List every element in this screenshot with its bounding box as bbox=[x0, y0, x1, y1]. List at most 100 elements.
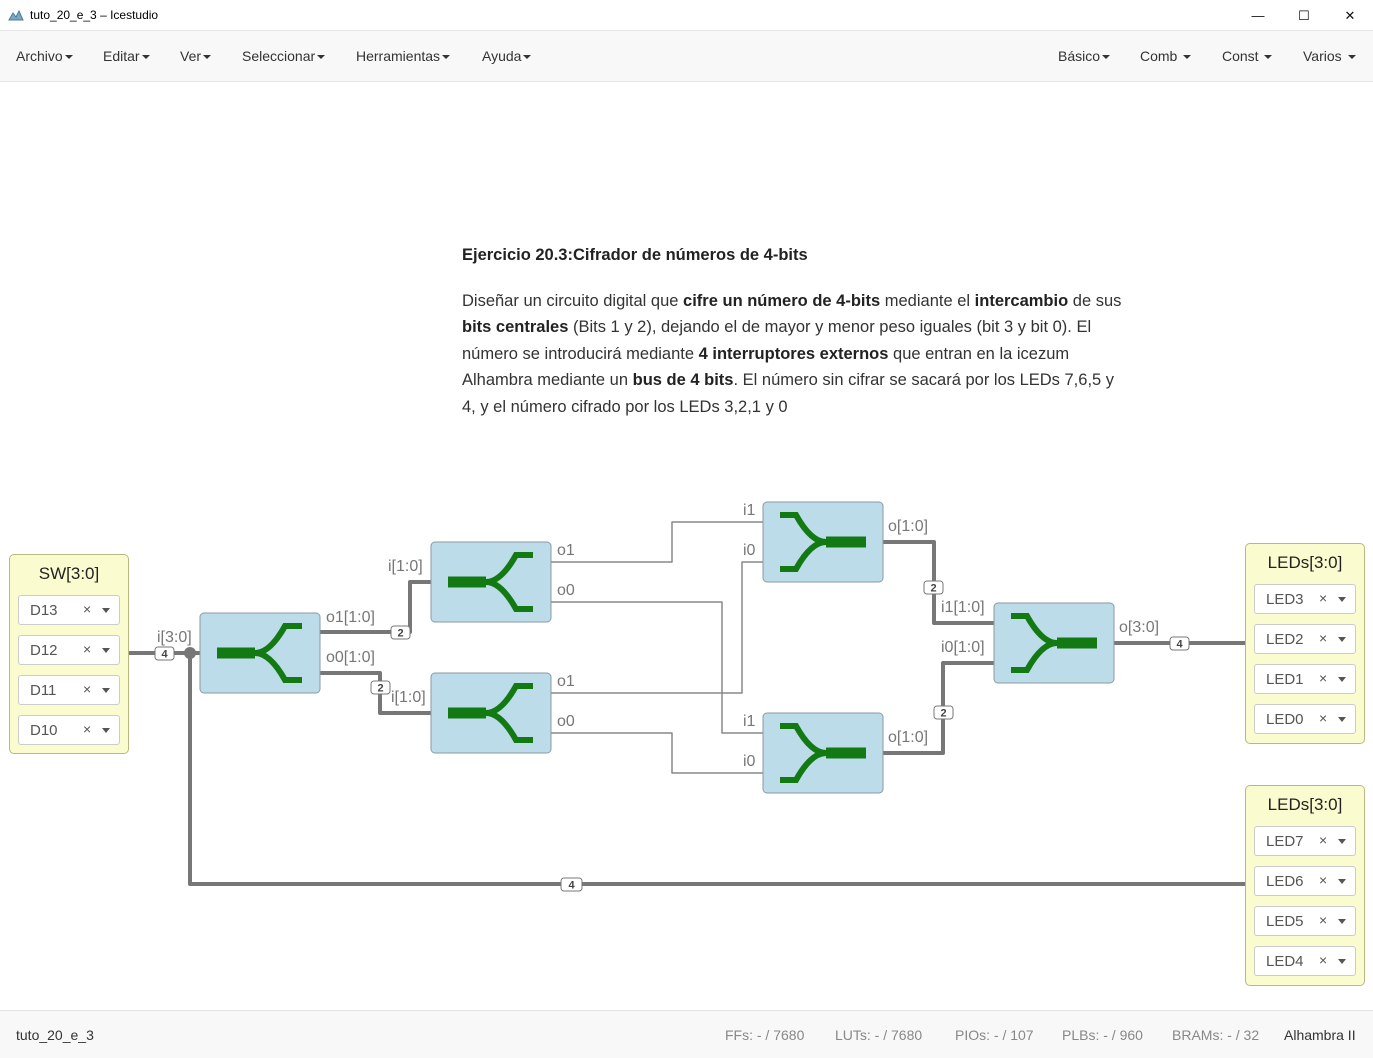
menu-herramientas[interactable]: Herramientas bbox=[356, 48, 451, 64]
dropdown-arrow-icon[interactable] bbox=[1338, 597, 1346, 602]
maximize-icon: ☐ bbox=[1298, 7, 1310, 23]
caret-down-icon bbox=[203, 55, 212, 60]
bus-width-bottom-split: 2 bbox=[377, 683, 383, 695]
info-block[interactable]: Ejercicio 20.3:Cifrador de números de 4-… bbox=[462, 242, 1122, 420]
status-luts: LUTs: - / 7680 bbox=[835, 1027, 923, 1043]
dropdown-arrow-icon[interactable] bbox=[102, 608, 110, 613]
join-icon bbox=[1011, 613, 1097, 673]
input-block-sw[interactable]: SW[3:0] D13× D12× D11× D10× bbox=[9, 554, 129, 754]
caret-down-icon bbox=[1183, 55, 1192, 60]
clear-icon[interactable]: × bbox=[1319, 952, 1328, 968]
port-label: i1[1:0] bbox=[941, 599, 985, 616]
pin-select-led1[interactable]: LED1× bbox=[1254, 664, 1356, 694]
port-label: o[1:0] bbox=[888, 518, 928, 535]
dropdown-arrow-icon[interactable] bbox=[1338, 717, 1346, 722]
port-label: i1 bbox=[743, 713, 756, 730]
circuit-wires: 4 2 2 2 2 4 4 bbox=[128, 501, 1246, 892]
wire-s2-o1 bbox=[551, 561, 763, 694]
minimize-icon: — bbox=[1251, 8, 1265, 23]
status-pios: PIOs: - / 107 bbox=[955, 1027, 1034, 1043]
pin-select-led3[interactable]: LED3× bbox=[1254, 584, 1356, 614]
menu-ayuda[interactable]: Ayuda bbox=[482, 48, 532, 64]
dropdown-arrow-icon[interactable] bbox=[102, 728, 110, 733]
menu-archivo[interactable]: Archivo bbox=[16, 48, 73, 64]
clear-icon[interactable]: × bbox=[83, 601, 92, 617]
clear-icon[interactable]: × bbox=[83, 721, 92, 737]
join-icon bbox=[780, 723, 866, 783]
clear-icon[interactable]: × bbox=[1319, 872, 1328, 888]
input-block-title: SW[3:0] bbox=[38, 564, 100, 583]
wire-top-split-bus bbox=[320, 580, 431, 634]
bus-width-input: 4 bbox=[161, 649, 168, 661]
menu-ver[interactable]: Ver bbox=[180, 48, 212, 64]
bus-width-bottom: 4 bbox=[568, 880, 575, 892]
port-label: o1 bbox=[557, 673, 575, 690]
menu-const[interactable]: Const bbox=[1222, 48, 1273, 64]
port-label: i0[1:0] bbox=[941, 639, 985, 656]
menu-editar[interactable]: Editar bbox=[103, 48, 150, 64]
design-canvas[interactable]: Ejercicio 20.3:Cifrador de números de 4-… bbox=[0, 82, 1373, 1010]
port-label: o0[1:0] bbox=[326, 649, 375, 666]
caret-down-icon bbox=[64, 55, 73, 60]
pin-select-led2[interactable]: LED2× bbox=[1254, 624, 1356, 654]
caret-down-icon bbox=[523, 55, 532, 60]
output-block-leds-cifrado[interactable]: LEDs[3:0] LED3× LED2× LED1× LED0× bbox=[1245, 543, 1365, 744]
icestudio-logo-icon bbox=[8, 9, 24, 21]
menu-basico[interactable]: Básico bbox=[1058, 48, 1111, 64]
status-board[interactable]: Alhambra II bbox=[1284, 1027, 1356, 1043]
dropdown-arrow-icon[interactable] bbox=[1338, 677, 1346, 682]
pin-select-led4[interactable]: LED4× bbox=[1254, 946, 1356, 976]
port-label: i[1:0] bbox=[391, 689, 426, 706]
info-text: Diseñar un circuito digital que cifre un… bbox=[462, 291, 1122, 416]
port-label: o1[1:0] bbox=[326, 609, 375, 626]
wire-bottom-bus bbox=[188, 653, 1246, 886]
clear-icon[interactable]: × bbox=[83, 641, 92, 657]
window-title: tuto_20_e_3 – Icestudio bbox=[30, 8, 159, 22]
menu-bar: Archivo Editar Ver Seleccionar Herramien… bbox=[0, 31, 1373, 82]
status-ffs: FFs: - / 7680 bbox=[725, 1027, 805, 1043]
port-label: i[3:0] bbox=[157, 629, 192, 646]
clear-icon[interactable]: × bbox=[1319, 590, 1328, 606]
wire-s1-o1 bbox=[551, 521, 763, 563]
minimize-button[interactable]: — bbox=[1235, 0, 1281, 31]
output-block-leds-original[interactable]: LEDs[3:0] LED7× LED6× LED5× LED4× bbox=[1245, 785, 1365, 986]
dropdown-arrow-icon[interactable] bbox=[102, 648, 110, 653]
pin-select-led7[interactable]: LED7× bbox=[1254, 826, 1356, 856]
status-bar: tuto_20_e_3 FFs: - / 7680 LUTs: - / 7680… bbox=[0, 1010, 1373, 1058]
bus-width-j1-out: 2 bbox=[930, 583, 936, 595]
clear-icon[interactable]: × bbox=[1319, 832, 1328, 848]
pin-select-d10[interactable]: D10× bbox=[18, 715, 120, 745]
dropdown-arrow-icon[interactable] bbox=[1338, 637, 1346, 642]
menu-varios[interactable]: Varios bbox=[1303, 48, 1356, 64]
maximize-button[interactable]: ☐ bbox=[1281, 0, 1327, 31]
dropdown-arrow-icon[interactable] bbox=[1338, 959, 1346, 964]
clear-icon[interactable]: × bbox=[1319, 630, 1328, 646]
dropdown-arrow-icon[interactable] bbox=[1338, 919, 1346, 924]
caret-down-icon bbox=[1347, 55, 1356, 60]
dropdown-arrow-icon[interactable] bbox=[1338, 879, 1346, 884]
pin-select-d12[interactable]: D12× bbox=[18, 635, 120, 665]
port-label: i[1:0] bbox=[388, 558, 423, 575]
dropdown-arrow-icon[interactable] bbox=[1338, 839, 1346, 844]
status-brams: BRAMs: - / 32 bbox=[1172, 1027, 1260, 1043]
wire-s2-o0 bbox=[551, 732, 763, 774]
info-title: Ejercicio 20.3:Cifrador de números de 4-… bbox=[462, 246, 808, 264]
close-button[interactable]: ✕ bbox=[1327, 0, 1373, 31]
bus-width-j2-out: 2 bbox=[940, 708, 946, 720]
pin-select-led6[interactable]: LED6× bbox=[1254, 866, 1356, 896]
pin-select-d11[interactable]: D11× bbox=[18, 675, 120, 705]
menu-seleccionar[interactable]: Seleccionar bbox=[242, 48, 326, 64]
dropdown-arrow-icon[interactable] bbox=[102, 688, 110, 693]
port-label: o1 bbox=[557, 542, 575, 559]
port-label: o0 bbox=[557, 713, 575, 730]
menu-comb[interactable]: Comb bbox=[1140, 48, 1192, 64]
status-project-name: tuto_20_e_3 bbox=[16, 1027, 94, 1043]
pin-select-d13[interactable]: D13× bbox=[18, 595, 120, 625]
port-label: o[1:0] bbox=[888, 729, 928, 746]
clear-icon[interactable]: × bbox=[1319, 670, 1328, 686]
clear-icon[interactable]: × bbox=[83, 681, 92, 697]
pin-select-led5[interactable]: LED5× bbox=[1254, 906, 1356, 936]
pin-select-led0[interactable]: LED0× bbox=[1254, 704, 1356, 734]
clear-icon[interactable]: × bbox=[1319, 912, 1328, 928]
clear-icon[interactable]: × bbox=[1319, 710, 1328, 726]
